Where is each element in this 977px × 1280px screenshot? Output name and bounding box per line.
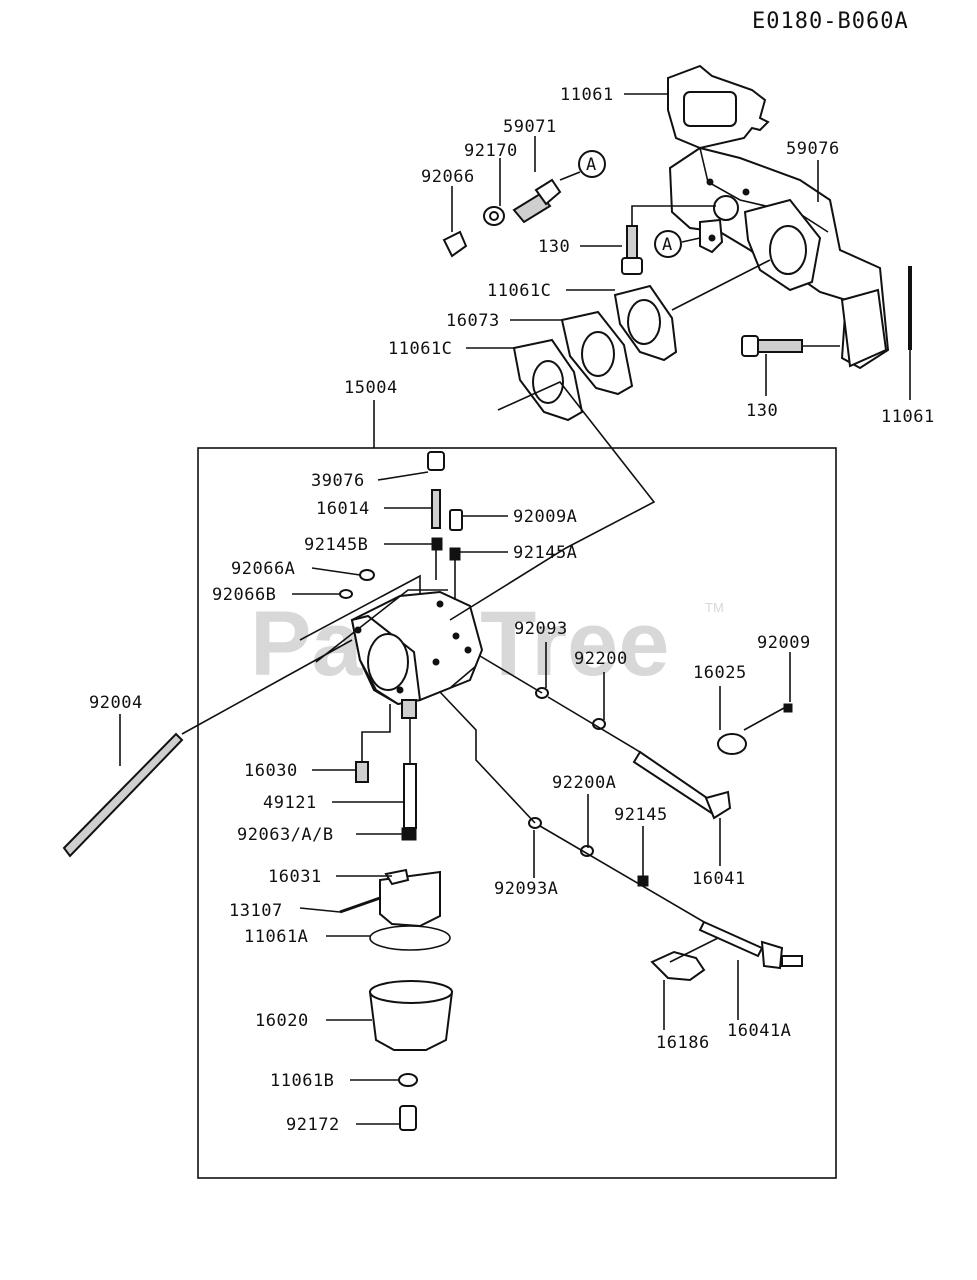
- part-manifold-59076: [668, 146, 890, 370]
- label-13107: 13107: [229, 901, 283, 921]
- label-92145B: 92145B: [304, 535, 368, 555]
- label-16030: 16030: [244, 761, 298, 781]
- part-plate-16186: [650, 950, 706, 982]
- label-16073: 16073: [446, 311, 500, 331]
- part-washer-92200A: [580, 845, 594, 857]
- label-59076: 59076: [786, 139, 840, 159]
- part-bolt-92172: [399, 1105, 417, 1131]
- label-130-upper: 130: [538, 237, 570, 257]
- label-92009A: 92009A: [513, 507, 577, 527]
- label-92004: 92004: [89, 693, 143, 713]
- part-cap-92066: [442, 230, 468, 258]
- part-cap-92066B: [339, 589, 353, 599]
- part-gasket-11061C-upper: [613, 284, 678, 362]
- part-screw-39076: [427, 451, 445, 471]
- part-clip-92170: [483, 206, 505, 226]
- label-11061B: 11061B: [270, 1071, 334, 1091]
- part-stud-92004: [62, 732, 184, 858]
- label-59071: 59071: [503, 117, 557, 137]
- label-92066A: 92066A: [231, 559, 295, 579]
- watermark-trademark: TM: [705, 600, 724, 615]
- label-16031: 16031: [268, 867, 322, 887]
- label-16041A: 16041A: [727, 1021, 791, 1041]
- part-shaft-16041A: [698, 920, 803, 970]
- part-shaft-16041: [632, 750, 732, 820]
- carburetor-assembly-box: [197, 447, 837, 1179]
- label-11061-top: 11061: [560, 85, 614, 105]
- label-16020: 16020: [255, 1011, 309, 1031]
- part-gasket-11061C-lower: [512, 338, 584, 422]
- part-washer-11061B: [398, 1073, 418, 1087]
- label-16014: 16014: [316, 499, 370, 519]
- label-92145A: 92145A: [513, 543, 577, 563]
- part-pin-13107: [339, 896, 381, 914]
- part-ring-11061A: [369, 925, 451, 951]
- label-16186: 16186: [656, 1033, 710, 1053]
- label-92066B: 92066B: [212, 585, 276, 605]
- label-92093A: 92093A: [494, 879, 558, 899]
- leader-lines: [119, 93, 911, 1125]
- label-11061A: 11061A: [244, 927, 308, 947]
- label-11061C-lower: 11061C: [388, 339, 452, 359]
- callout-a-lower-text: A: [662, 235, 673, 255]
- part-jet-92063: [401, 827, 417, 841]
- part-bolt-130-lower: [741, 335, 803, 357]
- label-49121: 49121: [263, 793, 317, 813]
- label-39076: 39076: [311, 471, 365, 491]
- label-130-lower: 130: [746, 401, 778, 421]
- part-gasket-11061: [667, 64, 770, 150]
- part-bolt-130-upper: [621, 225, 643, 275]
- diagram-code: E0180-B060A: [752, 9, 909, 34]
- label-16025: 16025: [693, 663, 747, 683]
- part-float-16031: [379, 868, 441, 928]
- part-needle-16014: [431, 489, 441, 529]
- part-screw-92009: [783, 703, 793, 713]
- part-cap-92066A: [359, 569, 375, 581]
- callout-a-upper-text: A: [586, 155, 597, 175]
- label-92009: 92009: [757, 633, 811, 653]
- part-spring-92145B: [431, 537, 443, 551]
- part-spring-92145A: [449, 547, 461, 561]
- label-92145: 92145: [614, 805, 668, 825]
- part-carburetor-body: [350, 590, 484, 719]
- part-labels: 11061 59071 92170 92066 59076 130 11061C…: [89, 85, 935, 1135]
- label-92170: 92170: [464, 141, 518, 161]
- label-92200: 92200: [574, 649, 628, 669]
- callout-circle-a-upper: A: [578, 150, 606, 178]
- part-jet-16030: [355, 761, 369, 783]
- label-11061C-upper: 11061C: [487, 281, 551, 301]
- part-nozzle-49121: [403, 763, 417, 829]
- label-92172: 92172: [286, 1115, 340, 1135]
- part-insulator-16073: [560, 310, 634, 396]
- part-screw-92009A: [449, 509, 463, 531]
- part-float-bowl-16020: [368, 980, 454, 1051]
- part-plate-16025: [717, 733, 747, 755]
- callout-circle-a-lower: A: [654, 230, 682, 258]
- label-92093: 92093: [514, 619, 568, 639]
- label-11061-right: 11061: [881, 407, 935, 427]
- label-92200A: 92200A: [552, 773, 616, 793]
- label-92063-a-b: 92063/A/B: [237, 825, 334, 845]
- label-15004: 15004: [344, 378, 398, 398]
- label-92066: 92066: [421, 167, 475, 187]
- label-16041: 16041: [692, 869, 746, 889]
- part-nipple-59071: [512, 178, 562, 224]
